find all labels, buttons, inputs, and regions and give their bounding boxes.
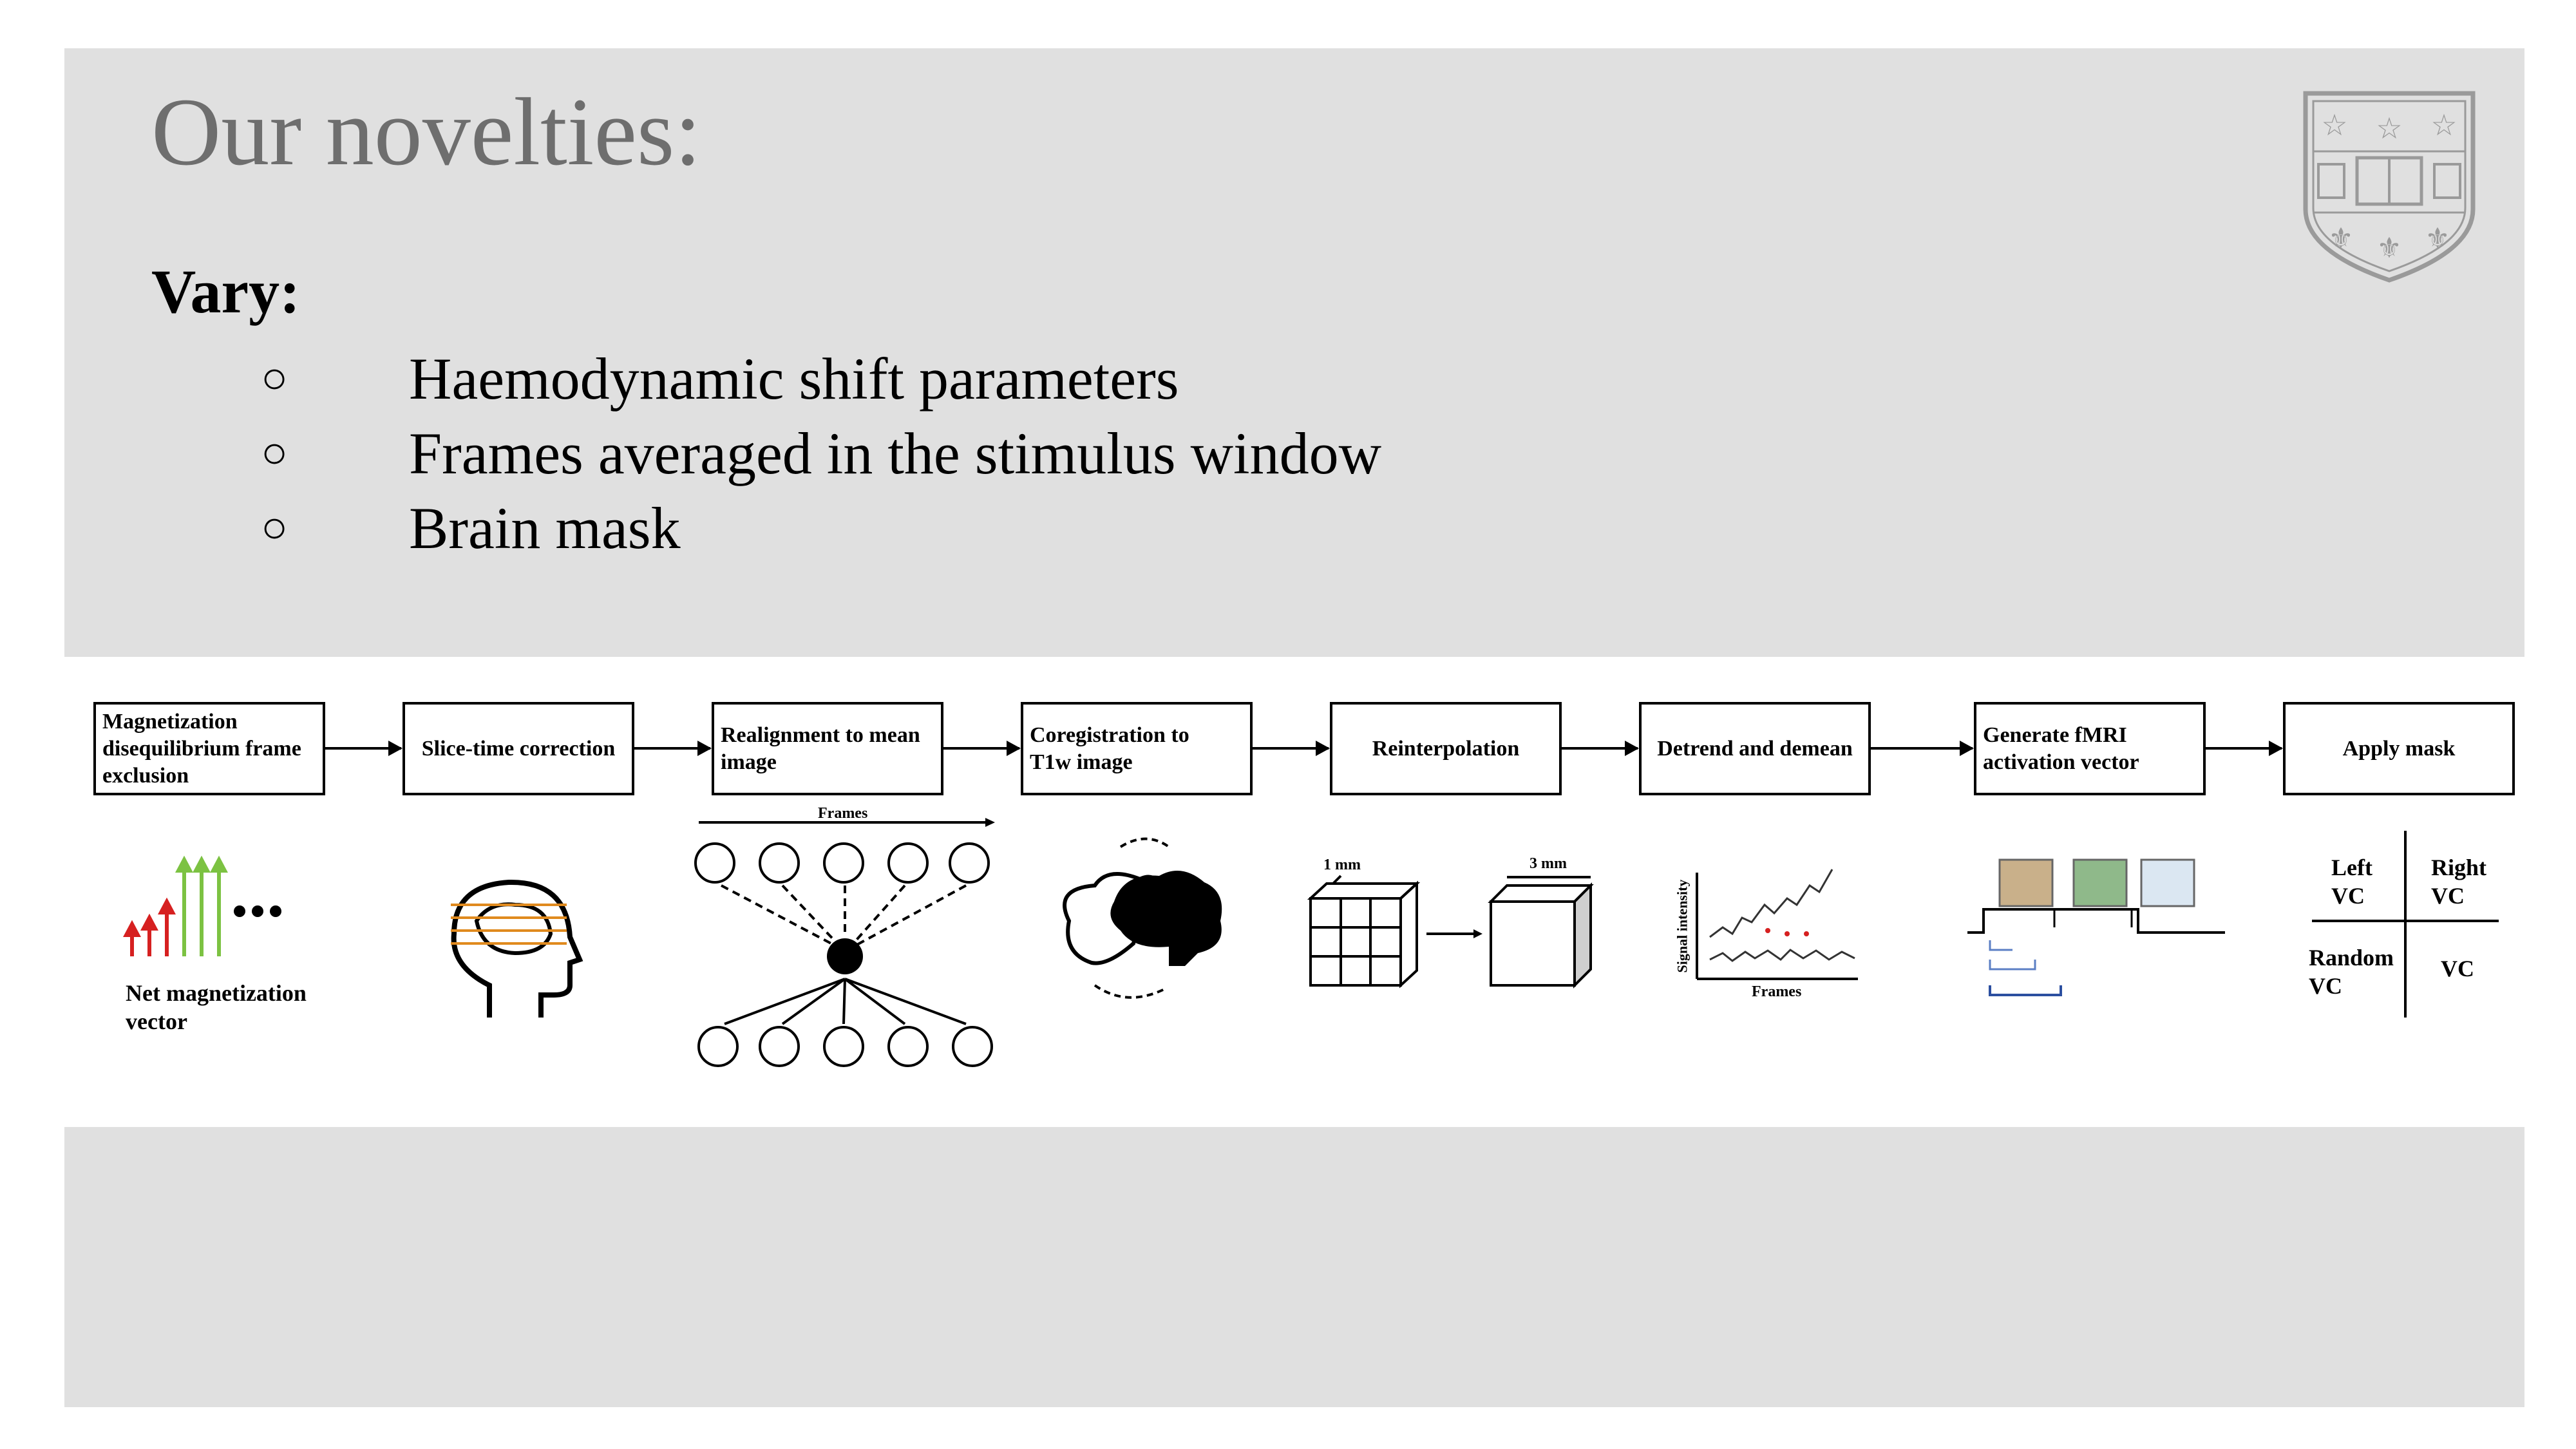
mask-vc: VC: [2441, 956, 2474, 981]
frames-axis-label: Frames: [1752, 983, 1802, 1000]
step-slice-time-correction: Slice-time correction: [402, 702, 634, 795]
svg-text:⚜: ⚜: [2425, 223, 2450, 254]
svg-text:⚜: ⚜: [2328, 223, 2353, 254]
svg-text:⚜: ⚜: [2376, 232, 2401, 264]
flow-arrow: [1562, 741, 1639, 756]
frames-label: Frames: [818, 805, 868, 822]
vary-heading: Vary:: [151, 257, 301, 326]
flow-arrow: [943, 741, 1021, 756]
signal-plot-icon: [1696, 869, 1858, 980]
bullet-glyph: ○: [261, 428, 289, 478]
voxel-small-label: 1 mm: [1323, 857, 1361, 873]
mask-grid-icon: [2312, 831, 2499, 1018]
bullet-item: ○Haemodynamic shift parameters: [261, 341, 1381, 416]
svg-text:☆: ☆: [2321, 109, 2347, 142]
voxel-large-label: 3 mm: [1530, 855, 1567, 872]
bullet-list: ○Haemodynamic shift parameters ○Frames a…: [261, 341, 1381, 565]
head-slices-icon: [451, 879, 583, 1018]
top-panel: Our novelties: Vary: ○Haemodynamic shift…: [64, 48, 2524, 657]
brain-icon: [1063, 837, 1222, 999]
svg-text:☆: ☆: [2376, 112, 2402, 145]
bullet-glyph: ○: [261, 354, 289, 403]
university-crest-icon: ☆ ☆ ☆ ⚜ ⚜ ⚜: [2303, 91, 2476, 283]
signal-axis-label: Signal intensity: [1674, 879, 1690, 973]
realignment-diagram-icon: [694, 818, 995, 1067]
bullet-glyph: ○: [261, 503, 289, 553]
bullet-item: ○Frames averaged in the stimulus window: [261, 416, 1381, 491]
slide-title: Our novelties:: [151, 79, 702, 185]
bullet-item: ○Brain mask: [261, 491, 1381, 565]
flow-arrow: [634, 741, 712, 756]
flow-arrow: [1253, 741, 1330, 756]
svg-text:☆: ☆: [2430, 109, 2457, 142]
step-reinterpolation: Reinterpolation: [1330, 702, 1562, 795]
flow-arrow: [325, 741, 402, 756]
step-detrend-demean: Detrend and demean: [1639, 702, 1871, 795]
voxel-cube-icon: [1307, 875, 1594, 989]
flow-arrow: [1871, 741, 1974, 756]
flow-arrow: [2206, 741, 2283, 756]
bottom-panel: [64, 1127, 2524, 1407]
magnetization-arrows-icon: [123, 855, 281, 956]
stimulus-images-icon: [1967, 858, 2225, 996]
step-apply-mask: Apply mask: [2283, 702, 2515, 795]
